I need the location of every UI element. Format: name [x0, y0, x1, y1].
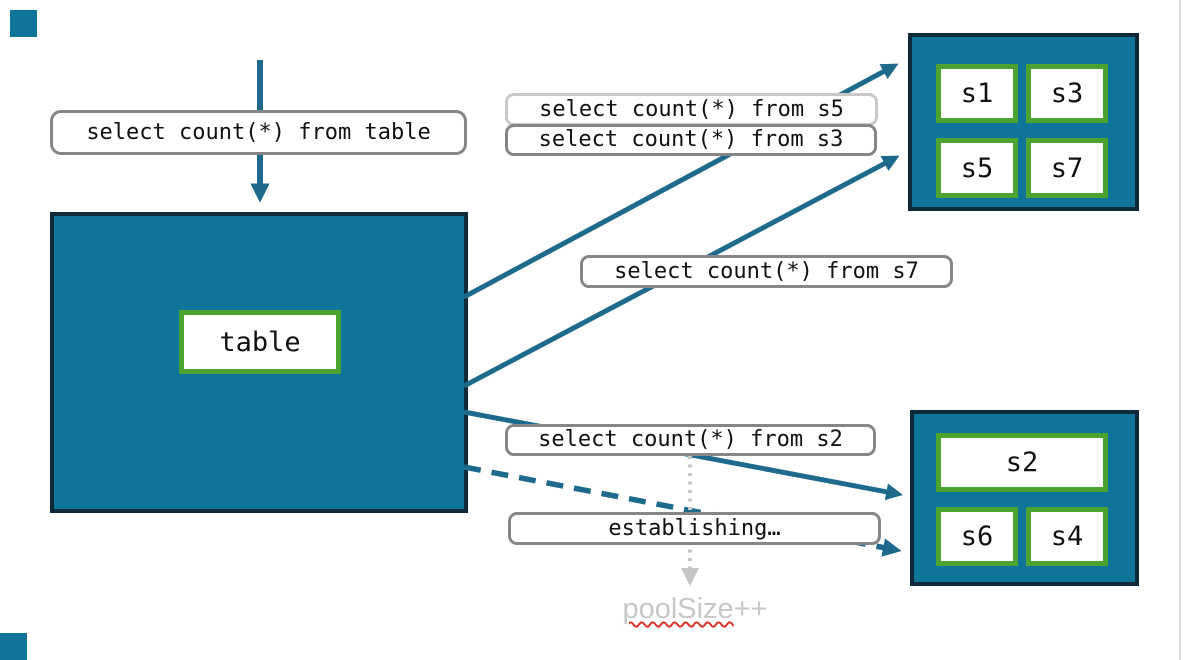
query-label-s5: select count(*) from s5: [505, 93, 878, 126]
query-label-table: select count(*) from table: [50, 110, 467, 155]
poolsize-annotation: poolSize++: [600, 593, 790, 626]
shard-s7: s7: [1026, 138, 1108, 198]
query-label-s2-text: select count(*) from s2: [538, 427, 843, 452]
query-label-s2: select count(*) from s2: [505, 424, 876, 456]
query-label-table-text: select count(*) from table: [86, 119, 431, 145]
table-label: table: [219, 326, 301, 358]
shard-s5: s5: [936, 138, 1018, 198]
shard-s3-label: s3: [1050, 78, 1084, 109]
poolsize-word: poolSize: [622, 593, 734, 625]
query-label-s7-text: select count(*) from s7: [614, 258, 919, 284]
query-label-s7: select count(*) from s7: [580, 255, 953, 288]
establishing-label: establishing…: [508, 512, 881, 545]
shard-s6: s6: [936, 507, 1018, 566]
query-label-s3: select count(*) from s3: [505, 124, 877, 156]
table-label-box: table: [179, 310, 341, 374]
bottom-accent-square: [0, 633, 27, 660]
shard-s6-label: s6: [960, 521, 994, 552]
shard-s5-label: s5: [960, 152, 994, 184]
corner-accent-square: [10, 10, 37, 37]
poolsize-suffix: ++: [733, 593, 768, 625]
shard-s3: s3: [1026, 64, 1108, 123]
query-label-s3-text: select count(*) from s3: [538, 127, 844, 152]
query-label-s5-text: select count(*) from s5: [539, 96, 844, 122]
establishing-label-text: establishing…: [608, 515, 781, 541]
shard-s2-label: s2: [1005, 447, 1039, 478]
shard-s1: s1: [936, 64, 1018, 123]
shard-s4-label: s4: [1050, 521, 1084, 552]
shard-s4: s4: [1026, 507, 1108, 566]
shard-s1-label: s1: [960, 78, 994, 109]
poolsize-arrowhead: [681, 568, 699, 586]
shard-s2: s2: [936, 433, 1108, 492]
slide-right-edge: [1179, 0, 1181, 660]
shard-s7-label: s7: [1050, 152, 1084, 184]
